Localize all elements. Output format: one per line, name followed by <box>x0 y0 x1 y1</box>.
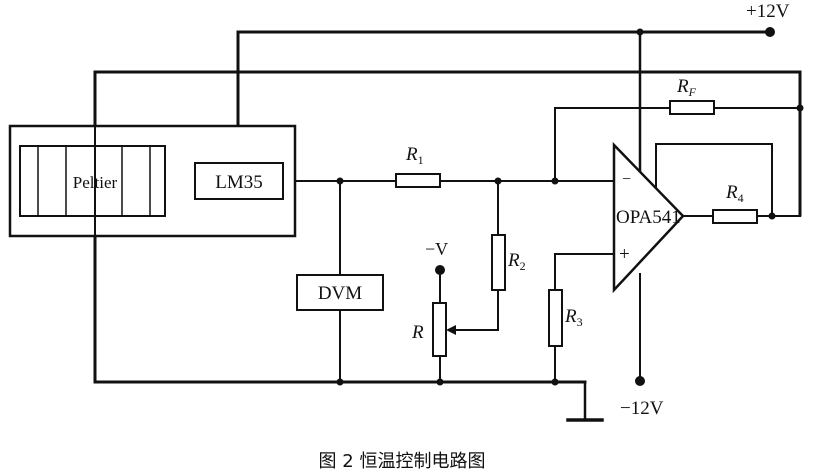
noninverting-input-wire <box>554 253 626 291</box>
negative-rail-label: −12V <box>620 398 664 419</box>
dvm-box <box>296 274 384 311</box>
potentiometer <box>432 302 456 357</box>
terminal-negative-12v <box>635 376 645 386</box>
positive-rail-label: +12V <box>746 1 790 22</box>
terminal-positive-12v <box>765 27 775 37</box>
r4-letter: R <box>725 182 738 203</box>
r3-label: R3 <box>564 306 583 329</box>
reference-voltage-label: −V <box>425 239 448 259</box>
r4-label: R4 <box>725 182 744 205</box>
lm35-label: LM35 <box>215 172 263 193</box>
wires <box>93 30 802 422</box>
opamp-inverting-sign: − <box>622 171 631 188</box>
junction-dots <box>336 27 804 386</box>
terminal-negative-v <box>435 265 445 275</box>
node-dot <box>336 177 344 185</box>
r1-letter: R <box>405 144 418 165</box>
peltier-label: Peltier <box>73 173 118 192</box>
rf-label: RF <box>676 76 697 99</box>
r2-label: R2 <box>507 250 526 273</box>
r3-letter: R <box>564 306 577 327</box>
resistor-r3 <box>548 289 563 347</box>
peltier-element <box>19 145 166 217</box>
node-dot <box>551 378 559 386</box>
r3-subscript: 3 <box>577 315 583 329</box>
lm35-box <box>194 162 284 200</box>
output-loop-wire <box>655 143 773 217</box>
r1-label: R1 <box>405 144 424 167</box>
dvm-label: DVM <box>318 283 362 304</box>
node-dot <box>768 212 776 220</box>
pot-label: R <box>411 322 424 343</box>
positive-rail-wire <box>236 30 772 164</box>
lm35-sensor: LM35 <box>194 162 284 200</box>
resistor-r4 <box>712 209 758 224</box>
pot-wiper-arrow <box>446 325 456 335</box>
resistor-r2 <box>491 234 506 291</box>
output-feedback-rail <box>93 70 802 217</box>
resistor-r1 <box>395 173 441 188</box>
opamp-label: OPA541 <box>616 207 681 228</box>
node-dot <box>551 177 559 185</box>
node-dot <box>636 28 644 36</box>
peltier-housing: Peltier <box>8 124 297 238</box>
pot-body <box>432 302 447 357</box>
rf-letter: R <box>676 76 689 97</box>
rf-subscript: F <box>688 85 697 99</box>
node-dot <box>494 177 502 185</box>
node-dot <box>796 104 804 112</box>
opamp-triangle <box>612 141 685 294</box>
r2-to-wiper-wire <box>451 289 499 331</box>
opamp-noninverting-sign: + <box>619 244 630 265</box>
r1-subscript: 1 <box>418 153 424 167</box>
r4-subscript: 4 <box>738 191 744 205</box>
figure-caption: 图 2 恒温控制电路图 <box>319 451 486 472</box>
resistor-rf <box>669 100 715 115</box>
r2-subscript: 2 <box>520 259 526 273</box>
ground-rail-wire <box>93 218 587 384</box>
rf-left-wire <box>554 107 671 182</box>
r2-letter: R <box>507 250 520 271</box>
dvm-meter: DVM <box>296 274 384 311</box>
node-dot <box>336 378 344 386</box>
opamp-opa541: − + OPA541 <box>612 141 685 294</box>
node-dot <box>436 378 444 386</box>
